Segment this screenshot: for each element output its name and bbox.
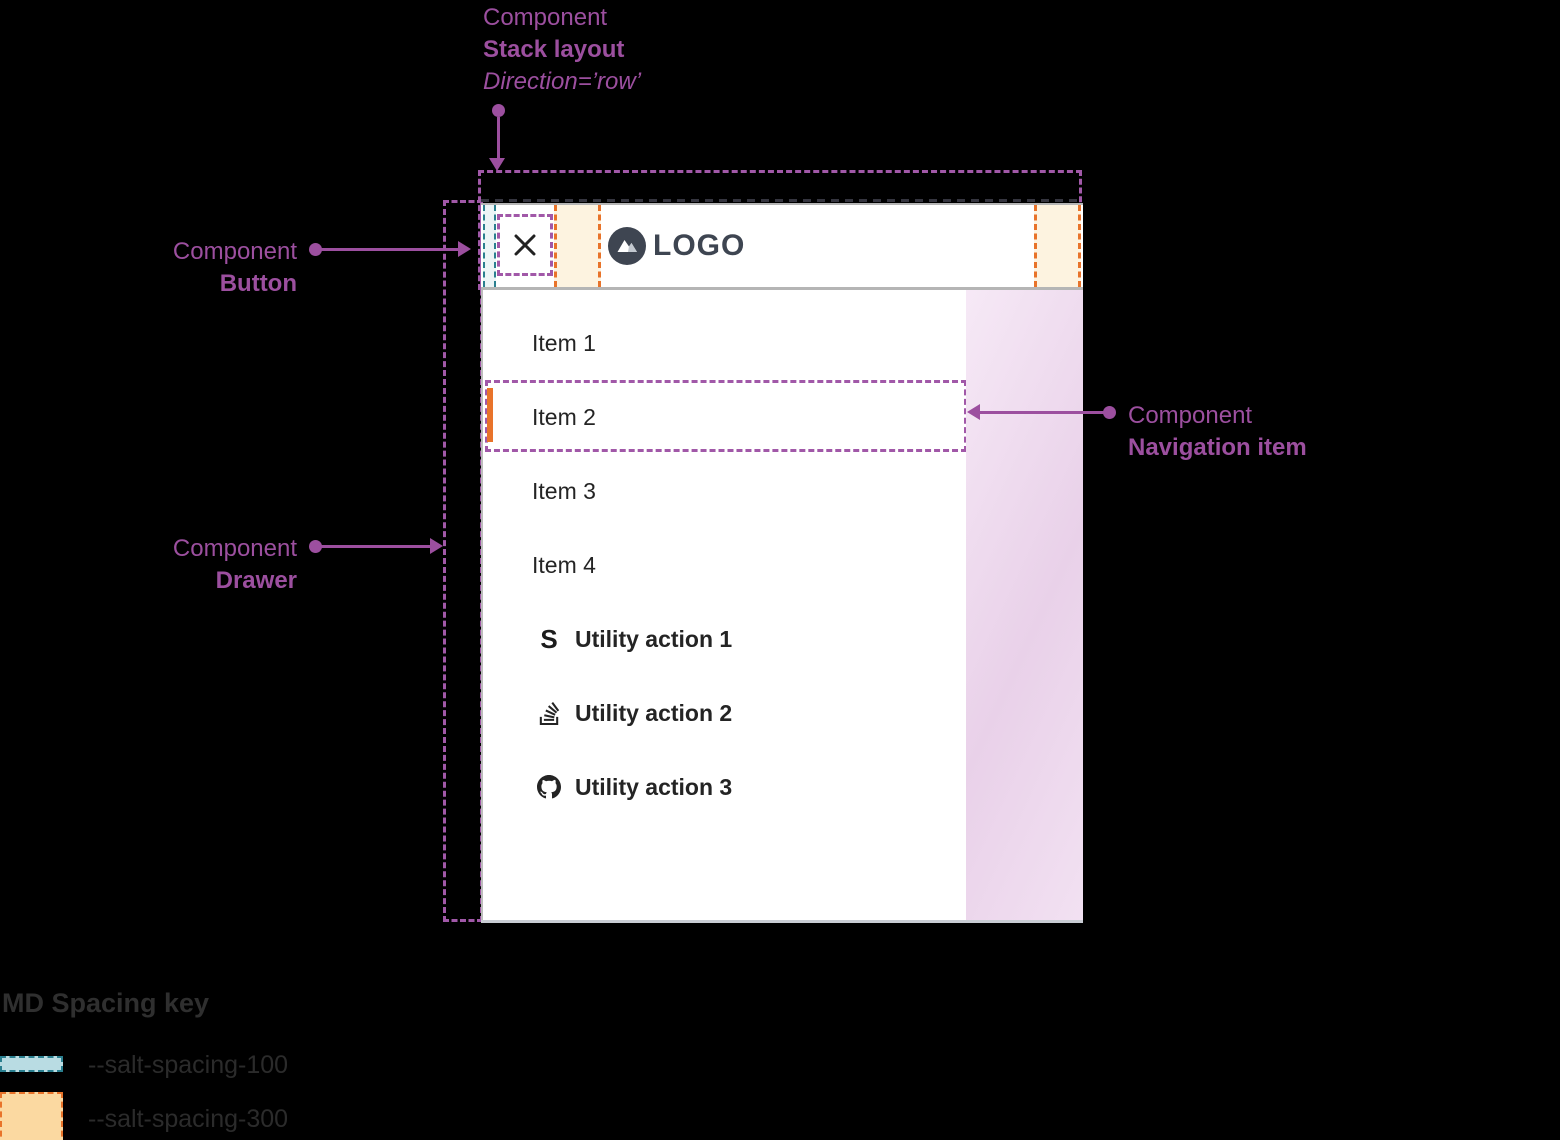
stackoverflow-icon xyxy=(537,700,561,726)
nav-item-2-active[interactable]: Item 2 xyxy=(483,380,966,454)
arrow-right-icon xyxy=(458,241,471,257)
spacing-300-strip xyxy=(554,205,601,287)
navigation-item-bounds xyxy=(485,380,967,452)
utility-action-1[interactable]: S Utility action 1 xyxy=(483,602,966,676)
annotation-eyebrow: Component xyxy=(1128,402,1253,429)
nav-item-label: Item 1 xyxy=(532,329,596,356)
utility-action-3[interactable]: Utility action 3 xyxy=(483,750,966,824)
arrow-down-icon xyxy=(489,158,505,171)
annotation-stack-layout: Component Stack layout Direction=’row’ xyxy=(483,2,641,98)
close-button[interactable] xyxy=(497,214,553,276)
drawer-panel: Item 1 Item 2 Item 3 Item 4 S Utility ac… xyxy=(481,290,967,920)
arrow-left-icon xyxy=(967,404,980,420)
annotation-drawer: Component Drawer xyxy=(57,533,297,597)
nav-item-label: Item 4 xyxy=(532,551,596,578)
nav-item-3[interactable]: Item 3 xyxy=(483,454,966,528)
spacing-100-swatch xyxy=(0,1056,63,1072)
backdrop-panel xyxy=(966,290,1083,920)
spacing-300-label: --salt-spacing-300 xyxy=(88,1105,289,1133)
arrow-right-icon xyxy=(430,538,443,554)
logo[interactable]: LOGO xyxy=(608,205,745,287)
github-icon xyxy=(537,774,561,800)
callout-dot xyxy=(309,540,322,553)
annotation-title: Navigation item xyxy=(1128,434,1307,461)
nav-item-4[interactable]: Item 4 xyxy=(483,528,966,602)
annotation-eyebrow: Component xyxy=(483,4,608,31)
active-item-indicator xyxy=(487,388,493,442)
annotation-title: Stack layout xyxy=(483,36,625,63)
callout-line xyxy=(320,248,458,251)
annotation-eyebrow: Component xyxy=(172,535,297,562)
callout-line xyxy=(980,411,1104,414)
close-icon xyxy=(514,234,536,256)
spacing-100-strip xyxy=(483,205,496,287)
nav-item-label: Item 2 xyxy=(532,403,596,430)
callout-line xyxy=(320,545,430,548)
annotation-eyebrow: Component xyxy=(172,238,297,265)
spacing-300-swatch xyxy=(0,1092,63,1140)
annotation-title: Button xyxy=(219,270,297,297)
nav-item-label: Item 3 xyxy=(532,477,596,504)
callout-dot xyxy=(1103,406,1116,419)
utility-action-label: Utility action 2 xyxy=(575,699,733,726)
salt-icon: S xyxy=(540,624,558,654)
callout-line xyxy=(497,117,500,158)
app-header: LOGO xyxy=(481,199,1083,290)
annotation-navigation-item: Component Navigation item xyxy=(1128,400,1307,464)
utility-action-label: Utility action 3 xyxy=(575,773,733,800)
mountain-logo-icon xyxy=(608,227,646,265)
nav-item-1[interactable]: Item 1 xyxy=(483,306,966,380)
callout-dot xyxy=(309,243,322,256)
utility-action-2[interactable]: Utility action 2 xyxy=(483,676,966,750)
utility-action-label: Utility action 1 xyxy=(575,625,733,652)
spacing-100-label: --salt-spacing-100 xyxy=(88,1051,289,1079)
drawer-bottom-border xyxy=(481,920,1083,923)
callout-dot xyxy=(492,104,505,117)
logo-text: LOGO xyxy=(653,229,746,262)
annotation-title: Drawer xyxy=(215,567,297,594)
annotation-button: Component Button xyxy=(57,236,297,300)
spacing-key-title: MD Spacing key xyxy=(2,988,210,1018)
spacing-300-strip xyxy=(1034,205,1081,287)
drawer-bounds xyxy=(443,200,483,922)
annotation-subtitle: Direction=’row’ xyxy=(483,68,642,95)
